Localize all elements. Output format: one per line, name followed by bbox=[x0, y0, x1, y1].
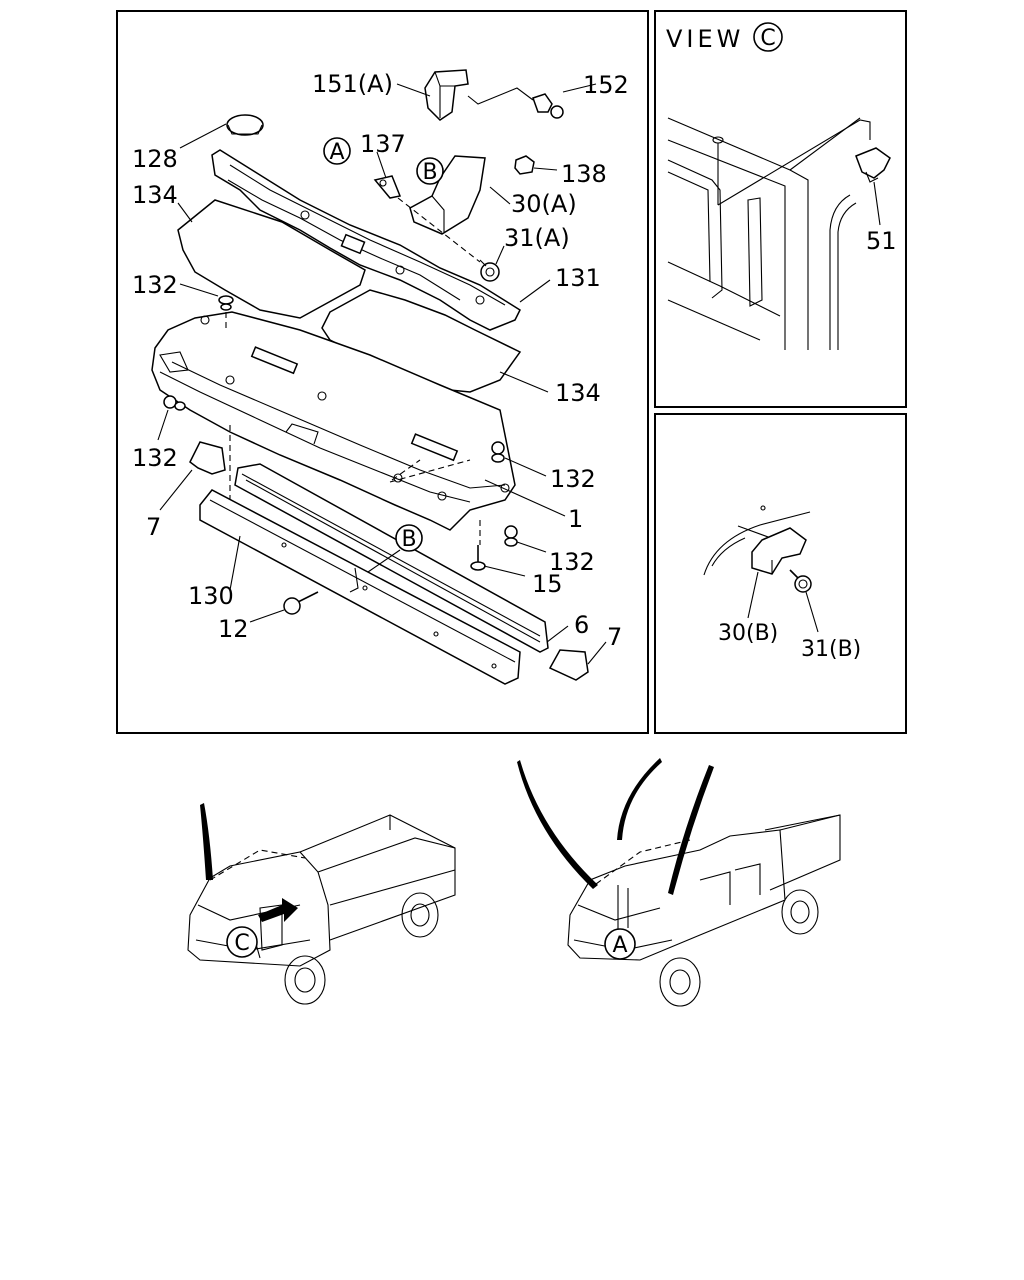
part-151a-bracket bbox=[424, 69, 469, 121]
part-31b-bolt bbox=[789, 569, 812, 593]
svg-text:A: A bbox=[612, 933, 627, 958]
callout-b-main-rail: B bbox=[395, 524, 423, 552]
main-panel-frame bbox=[116, 10, 649, 734]
label-7-left: 7 bbox=[146, 513, 161, 541]
callout-c-title: C bbox=[753, 22, 783, 52]
label-30a: 30(A) bbox=[511, 190, 577, 218]
label-132-d: 132 bbox=[549, 548, 595, 576]
part-12-bolt bbox=[283, 591, 319, 615]
view-c-detail: VIEW C 51 bbox=[666, 22, 897, 350]
callout-c-truck: C bbox=[226, 926, 258, 958]
part-6-rail bbox=[234, 463, 549, 653]
part-51-clip bbox=[855, 147, 891, 183]
part-138-nut bbox=[514, 155, 535, 175]
part-132-grommet-top bbox=[218, 295, 234, 311]
main-exploded-view bbox=[151, 69, 607, 685]
part-15-screw bbox=[470, 545, 486, 571]
svg-text:C: C bbox=[234, 931, 249, 956]
detail-b-view: 30(B) 31(B) bbox=[703, 505, 861, 662]
part-132-grommet-left bbox=[163, 395, 186, 411]
part-132-grommet-lower bbox=[504, 525, 518, 547]
label-31b: 31(B) bbox=[801, 637, 861, 662]
truck-crew-cab-illustration: A bbox=[517, 758, 841, 1007]
label-7-right: 7 bbox=[607, 623, 622, 651]
part-30a-bracket bbox=[409, 155, 486, 235]
label-31a: 31(A) bbox=[504, 224, 570, 252]
svg-text:B: B bbox=[422, 160, 437, 185]
label-51: 51 bbox=[866, 227, 897, 255]
truck-single-cab-illustration: C bbox=[187, 803, 456, 1005]
part-7-clip-right bbox=[548, 649, 589, 681]
part-1-cowl-lower bbox=[151, 311, 516, 531]
label-152: 152 bbox=[583, 71, 629, 99]
label-138: 138 bbox=[561, 160, 607, 188]
part-131-cowl-top bbox=[211, 149, 521, 331]
part-31a-bolt bbox=[479, 259, 500, 282]
label-132-b: 132 bbox=[132, 444, 178, 472]
svg-text:C: C bbox=[760, 26, 775, 51]
label-30b: 30(B) bbox=[718, 621, 778, 646]
detail-b-panel-frame bbox=[654, 413, 907, 734]
callout-a-truck: A bbox=[604, 928, 636, 960]
label-6: 6 bbox=[574, 611, 589, 639]
label-131: 131 bbox=[555, 264, 601, 292]
part-7-clip-left bbox=[189, 441, 226, 475]
callout-a-main: A bbox=[323, 137, 351, 165]
svg-text:A: A bbox=[329, 140, 344, 165]
label-130: 130 bbox=[188, 582, 234, 610]
label-134-top: 134 bbox=[132, 181, 178, 209]
label-128: 128 bbox=[132, 145, 178, 173]
part-130-rail bbox=[199, 489, 521, 685]
part-134-insulator bbox=[177, 199, 366, 319]
label-15: 15 bbox=[532, 570, 563, 598]
view-c-title: VIEW bbox=[666, 25, 744, 53]
label-132-a: 132 bbox=[132, 271, 178, 299]
view-c-panel-frame bbox=[654, 10, 907, 408]
svg-text:B: B bbox=[401, 527, 416, 552]
part-152-clip bbox=[532, 93, 564, 119]
part-30b-bracket bbox=[751, 527, 807, 575]
part-137-clip bbox=[373, 175, 402, 199]
callout-b-main-top: B bbox=[416, 157, 444, 185]
label-1: 1 bbox=[568, 505, 583, 533]
label-132-c: 132 bbox=[550, 465, 596, 493]
label-151a: 151(A) bbox=[312, 70, 393, 98]
label-12: 12 bbox=[218, 615, 249, 643]
part-128-cap bbox=[226, 114, 264, 136]
leader-lines-main bbox=[157, 83, 607, 665]
label-137: 137 bbox=[360, 130, 406, 158]
label-134-right: 134 bbox=[555, 379, 601, 407]
part-132-grommet-right bbox=[491, 441, 505, 463]
